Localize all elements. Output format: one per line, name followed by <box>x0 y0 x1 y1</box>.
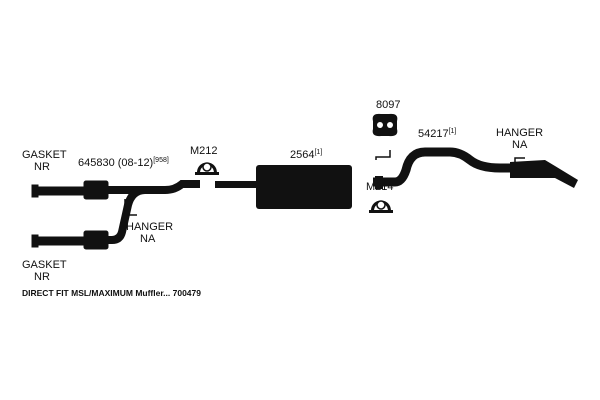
clamp-m214-label: M214 <box>366 181 394 193</box>
intermediate-pipe <box>215 181 257 188</box>
top-inlet-pipe <box>37 186 89 196</box>
tailpipe-sup: [1] <box>449 128 457 135</box>
pipe-y-sup: [958] <box>153 157 169 164</box>
bottom-cat-converter <box>83 230 109 250</box>
y-merge-bottom <box>108 186 146 244</box>
pipe-y-number: 645830 (08-12) <box>78 157 153 169</box>
gasket-label-bottom: GASKET <box>22 259 67 271</box>
part-8097 <box>372 113 398 137</box>
tailpipe-54217 <box>373 147 512 187</box>
nr-label-top: NR <box>34 161 50 173</box>
tailpipe-inlet <box>375 176 383 189</box>
clamp-m212-label: M212 <box>190 145 218 157</box>
y-merge-top <box>108 180 200 194</box>
pipe-y-label: 645830 (08-12)[958] <box>78 157 169 169</box>
tailpipe-label: 54217[1] <box>418 128 456 140</box>
na-label-left: NA <box>140 233 156 245</box>
gasket-label-top: GASKET <box>22 149 67 161</box>
tailpipe-number: 54217 <box>418 128 449 140</box>
nr-label-bottom: NR <box>34 271 50 283</box>
y-pipe <box>31 180 200 250</box>
na-label-right: NA <box>512 139 528 151</box>
muffler-number: 2564 <box>290 149 314 161</box>
diagram-caption: DIRECT FIT MSL/MAXIMUM Muffler... 700479 <box>22 288 201 298</box>
bottom-flange <box>31 234 39 248</box>
hanger-label-left: HANGER <box>126 221 173 233</box>
muffler-sup: [1] <box>314 149 322 156</box>
muffler-label: 2564[1] <box>290 149 322 161</box>
hanger-bracket-right <box>514 157 525 162</box>
rear-muffler <box>510 160 578 188</box>
hanger-bracket-left <box>124 199 137 216</box>
top-flange <box>31 184 39 198</box>
part-8097-label: 8097 <box>376 99 400 111</box>
clamp-m212 <box>195 162 219 175</box>
bottom-inlet-pipe <box>37 236 89 246</box>
muffler-2564 <box>256 165 352 209</box>
top-cat-converter <box>83 180 109 200</box>
clamp-m214 <box>369 200 393 213</box>
hanger-label-right: HANGER <box>496 127 543 139</box>
